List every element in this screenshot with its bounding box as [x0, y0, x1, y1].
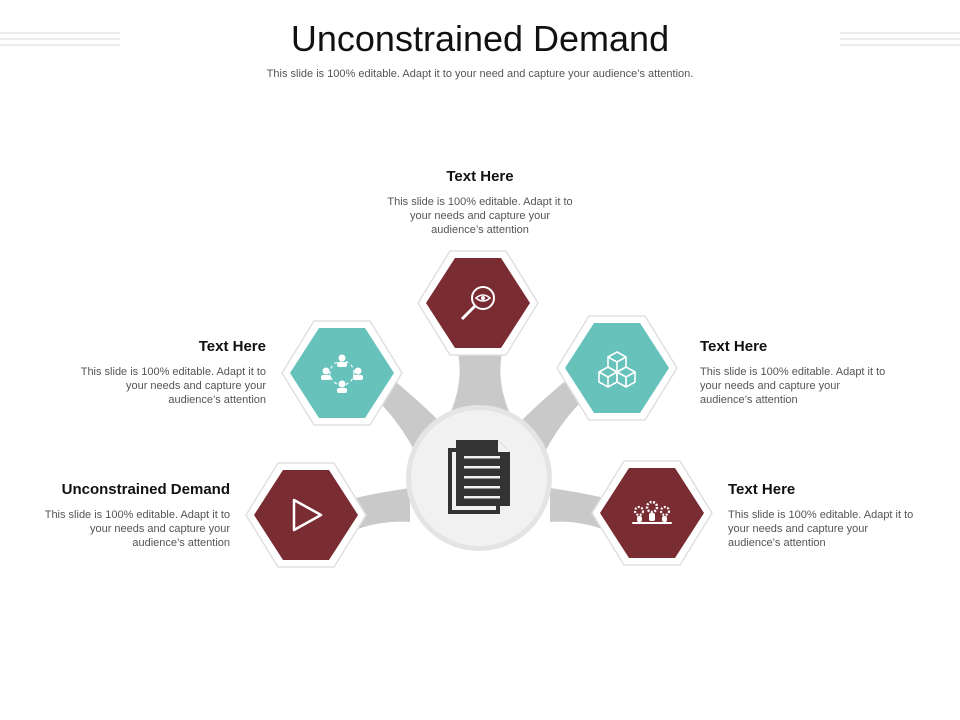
- label-bottom-left-description: This slide is 100% editable. Adapt it to…: [44, 509, 230, 549]
- label-bottom-right-description: This slide is 100% editable. Adapt it to…: [728, 509, 914, 549]
- label-right: Text Here This slide is 100% editable. A…: [700, 338, 890, 407]
- label-left: Text Here This slide is 100% editable. A…: [76, 338, 266, 407]
- hexagon-node-bottom-right[interactable]: [591, 460, 713, 566]
- decorative-stripes-left: [0, 32, 120, 54]
- label-bottom-right-heading: Text Here: [728, 481, 796, 498]
- search-eye-icon: [460, 286, 495, 321]
- label-right-heading: Text Here: [700, 338, 768, 355]
- cubes-icon: [598, 351, 636, 388]
- label-bottom-left-heading: Unconstrained Demand: [61, 481, 230, 498]
- label-bottom-right: Text Here This slide is 100% editable. A…: [728, 481, 918, 550]
- center-hub: [406, 405, 552, 551]
- label-top-heading: Text Here: [446, 168, 514, 185]
- hexagon-node-right[interactable]: [556, 315, 678, 421]
- label-top-description: This slide is 100% editable. Adapt it to…: [387, 196, 573, 236]
- team-gears-icon: [632, 500, 672, 524]
- hexagon-node-left[interactable]: [281, 320, 403, 426]
- play-icon: [292, 498, 323, 532]
- decorative-stripes-right: [840, 32, 960, 54]
- label-bottom-left: Unconstrained Demand This slide is 100% …: [40, 481, 230, 550]
- label-left-description: This slide is 100% editable. Adapt it to…: [80, 366, 266, 406]
- connector-top: [448, 352, 512, 418]
- connector-bottom-left: [355, 488, 410, 530]
- hexagon-node-bottom-left[interactable]: [245, 462, 367, 568]
- hexagon-node-top[interactable]: [417, 250, 539, 356]
- label-left-heading: Text Here: [198, 338, 266, 355]
- connector-bottom-right: [550, 488, 605, 530]
- document-stack-icon: [448, 440, 510, 514]
- label-right-description: This slide is 100% editable. Adapt it to…: [700, 366, 886, 406]
- label-top: Text Here This slide is 100% editable. A…: [385, 168, 575, 237]
- people-network-icon: [321, 354, 363, 393]
- page-title: Unconstrained Demand: [290, 18, 670, 59]
- page-subtitle: This slide is 100% editable. Adapt it to…: [266, 68, 694, 80]
